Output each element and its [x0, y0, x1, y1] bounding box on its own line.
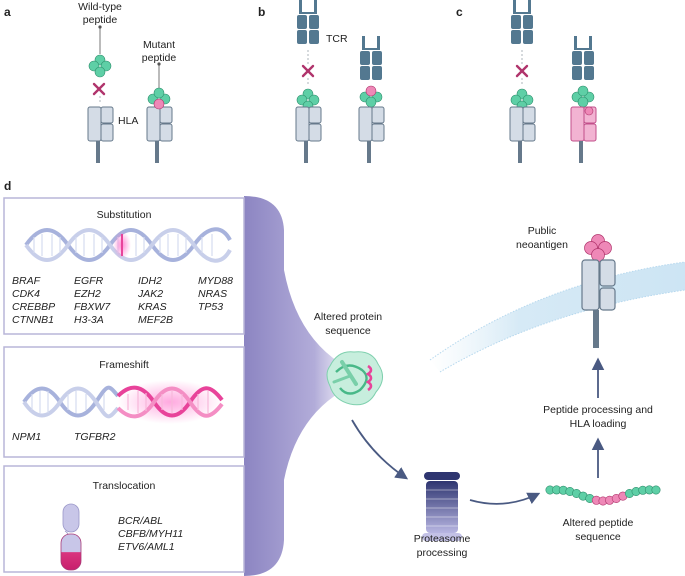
panel-a-letter: a	[4, 5, 11, 19]
public-neoantigen-label-line2: neoantigen	[516, 239, 568, 251]
tcr-receptor-icon	[511, 0, 533, 44]
hla-molecule-icon	[295, 106, 322, 163]
protein-structure-icon	[326, 351, 383, 406]
flow-arrow	[351, 419, 409, 480]
hla-molecule-large-icon	[581, 259, 616, 348]
altered-peptide-label-line2: sequence	[575, 531, 621, 543]
tcr-receptor-bound-icon	[360, 36, 382, 80]
cross-icon	[515, 64, 529, 78]
hla-molecule-icon	[358, 106, 385, 163]
proteasome-label-line1: Proteasome	[414, 533, 471, 545]
substitution-gene: KRAS	[138, 301, 167, 313]
panel-b: b TCR	[258, 0, 385, 163]
proteasome-label-line2: processing	[417, 547, 468, 559]
altered-protein-label-line1: Altered protein	[314, 311, 382, 323]
substitution-gene: CREBBP	[12, 301, 55, 313]
altered-protein-label-line2: sequence	[325, 325, 371, 337]
mutant-hla-molecule-icon	[570, 106, 597, 163]
cell-membrane	[429, 261, 685, 373]
panel-c: c	[456, 0, 597, 163]
dna-helix-icon	[24, 227, 232, 263]
translocation-gene: CBFB/MYH11	[118, 528, 183, 540]
translocation-title: Translocation	[93, 480, 156, 492]
proteasome-icon	[422, 472, 462, 541]
altered-peptide-chain	[545, 485, 661, 506]
frameshift-box: Frameshift	[3, 346, 245, 458]
substitution-gene: CDK4	[12, 288, 40, 300]
substitution-title: Substitution	[97, 209, 152, 221]
mutant-label-line2: peptide	[142, 52, 177, 64]
panel-d: d Substitution	[3, 179, 685, 576]
panel-b-letter: b	[258, 5, 265, 19]
cross-icon	[92, 82, 106, 96]
mutant-label-line1: Mutant	[143, 39, 175, 51]
dna-helix-frameshift-icon	[22, 380, 224, 424]
public-neoantigen-label-line1: Public	[528, 225, 557, 237]
peptide-processing-label-line1: Peptide processing and	[543, 404, 653, 416]
substitution-gene: BRAF	[12, 275, 41, 287]
funnel-shape	[244, 196, 372, 576]
substitution-gene: FBXW7	[74, 301, 111, 313]
translocation-gene: BCR/ABL	[118, 515, 163, 527]
substitution-gene: MYD88	[198, 275, 233, 287]
peptide-icon	[571, 85, 595, 108]
tcr-receptor-icon	[297, 0, 319, 44]
chromosome-icon	[60, 503, 82, 571]
translocation-gene: ETV6/AML1	[118, 541, 175, 553]
tcr-receptor-bound-icon	[572, 36, 594, 80]
panel-d-letter: d	[4, 179, 11, 193]
substitution-gene: H3-3A	[74, 314, 104, 326]
wild-type-peptide-icon	[88, 54, 112, 78]
substitution-gene: EZH2	[74, 288, 101, 300]
substitution-gene: MEF2B	[138, 314, 173, 326]
mutant-peptide-icon	[359, 85, 383, 108]
frameshift-gene: TGFBR2	[74, 431, 116, 443]
hla-label: HLA	[118, 115, 138, 127]
neoantigen-peptide-icon	[584, 234, 612, 262]
substitution-gene: NRAS	[198, 288, 227, 300]
substitution-gene: IDH2	[138, 275, 162, 287]
substitution-gene: TP53	[198, 301, 223, 313]
wild-type-label-line1: Wild-type	[78, 1, 122, 13]
mutant-peptide-icon	[147, 87, 171, 110]
substitution-gene: CTNNB1	[12, 314, 54, 326]
frameshift-gene: NPM1	[12, 431, 41, 443]
hla-molecule-mutant-icon	[146, 106, 173, 163]
wild-type-label-line2: peptide	[83, 14, 118, 26]
substitution-gene: EGFR	[74, 275, 104, 287]
panel-a: a Wild-type peptide Mutant peptide	[4, 1, 176, 163]
translocation-box: Translocation BCR/ABL CBFB/MYH11 ETV6/AM…	[3, 465, 245, 573]
hla-molecule-icon	[87, 106, 114, 163]
peptide-processing-label-line2: HLA loading	[570, 418, 627, 430]
peptide-bead	[651, 485, 661, 495]
flow-arrow	[469, 492, 541, 505]
panel-c-letter: c	[456, 5, 463, 19]
substitution-gene: JAK2	[137, 288, 163, 300]
cross-icon	[301, 64, 315, 78]
tcr-label: TCR	[326, 33, 348, 45]
frameshift-title: Frameshift	[99, 359, 149, 371]
hla-molecule-icon	[509, 106, 536, 163]
altered-peptide-label-line1: Altered peptide	[563, 517, 634, 529]
